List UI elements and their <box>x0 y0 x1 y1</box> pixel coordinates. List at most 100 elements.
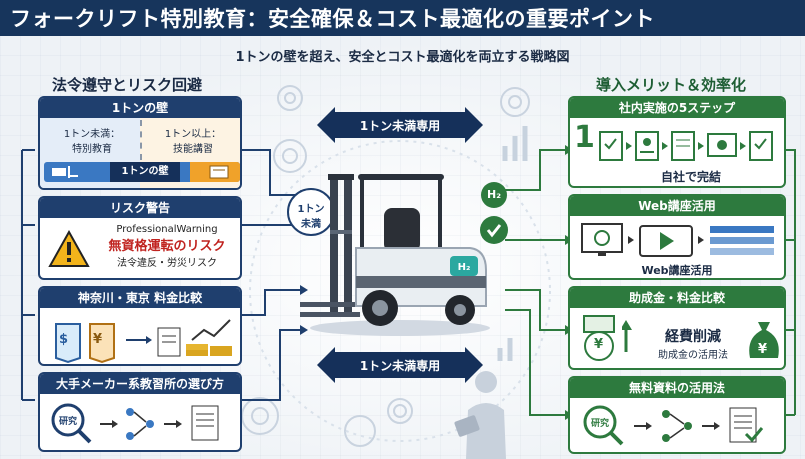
free-materials-card: 無料資料の活用法 研究 <box>568 376 786 454</box>
clipboard-icon <box>599 131 623 161</box>
monitor-icon <box>581 223 623 256</box>
arrow-icon <box>100 420 118 428</box>
document-icon <box>729 407 757 443</box>
gear-icon <box>500 87 530 117</box>
coin-stack-icon <box>186 344 232 356</box>
trend-up-icon <box>191 319 231 341</box>
yen-icon-left: ¥ <box>594 337 604 352</box>
connector-line <box>505 149 565 191</box>
subsidy-line1: 経費削減 <box>665 329 721 345</box>
school-illustration <box>51 403 219 444</box>
connector-line <box>242 329 300 401</box>
flow-icon <box>126 408 154 440</box>
connector-line <box>242 289 300 316</box>
price-tag-icon <box>55 323 81 364</box>
wall-label: 1トンの壁 <box>110 162 180 182</box>
risk-card: リスク警告 ProfessionalWarning 無資格運転のリスク 法令違反… <box>38 196 242 280</box>
magnifier-icon <box>583 405 624 446</box>
connector-line <box>21 149 35 401</box>
arrow-icon <box>164 420 182 428</box>
left-section-heading: 法令遵守とリスク回避 <box>52 76 203 94</box>
checkmark-icon <box>744 427 764 443</box>
connector-line <box>242 149 300 196</box>
price-tag-icon <box>89 323 115 364</box>
decor-layer <box>241 85 551 447</box>
arrow-icon <box>702 422 720 430</box>
school-card-title: 大手メーカー系教習所の選び方 <box>40 374 240 394</box>
money-bag-icon <box>749 322 779 358</box>
flow-icon <box>662 410 692 442</box>
magnifier-icon <box>51 403 92 444</box>
clipboard-icon <box>671 131 695 161</box>
free-materials-illustration <box>583 405 764 446</box>
certificate-icon <box>209 165 229 179</box>
target-icon <box>277 85 303 111</box>
steps-flow <box>599 131 773 161</box>
research-label: 研究 <box>591 419 610 429</box>
target-icon <box>387 398 413 424</box>
step-number: 1 <box>574 120 595 155</box>
bubble-line1: 1トン <box>297 204 325 215</box>
web-card-title: Web講座活用 <box>570 196 784 216</box>
warning-icon <box>48 230 90 267</box>
clipboard-icon <box>749 131 773 161</box>
price-illustration <box>55 319 232 364</box>
progress-bars-icon <box>710 226 774 255</box>
person-illustration <box>454 371 506 459</box>
arrow-icon <box>634 422 652 430</box>
arrow-icon <box>126 336 152 344</box>
top-band: 1トン未満専用 <box>317 107 483 143</box>
gear-icon <box>344 415 376 447</box>
web-caption: Web講座活用 <box>641 264 713 277</box>
forklift-illustration: H₂ <box>300 174 490 336</box>
tag-yen: ¥ <box>93 332 103 347</box>
gear-icon <box>241 397 279 435</box>
wall-left-line1: 1トン未満： <box>63 129 121 140</box>
risk-card-title: リスク警告 <box>40 198 240 218</box>
price-card-title: 神奈川・東京 料金比較 <box>40 288 240 308</box>
risk-line1: ProfessionalWarning <box>116 224 218 235</box>
tag-dollar: $ <box>59 332 69 347</box>
steps-card: 社内実施の5ステップ 1 自社で完結 <box>568 96 786 188</box>
web-illustration <box>581 223 774 257</box>
risk-line3: 法令違反・労災リスク <box>117 258 217 269</box>
connector-line <box>505 289 565 331</box>
document-icon <box>191 405 219 441</box>
connector-line <box>505 309 565 416</box>
capacity-bubble: 1トン 未満 <box>287 188 335 236</box>
steps-card-title: 社内実施の5ステップ <box>570 98 784 118</box>
forklift-badge: H₂ <box>458 262 471 273</box>
trend-up-icon <box>622 320 632 352</box>
subtitle: 1トンの壁を超え、安全とコスト最適化を両立する戦略図 <box>235 50 570 65</box>
wall-card-title: 1トンの壁 <box>40 98 240 118</box>
wall-right-line1: 1トン以上： <box>164 129 222 140</box>
steps-caption: 自社で完結 <box>660 170 721 184</box>
wall-left-line2: 特別教育 <box>72 144 112 155</box>
forklift-icon <box>52 166 78 178</box>
video-player-icon <box>639 225 693 257</box>
money-icon <box>583 315 615 361</box>
gear-icon <box>273 139 307 173</box>
certificate-icon <box>707 133 737 157</box>
connector-line <box>785 149 796 416</box>
subsidy-card: 助成金・料金比較 ¥ 経費削減 助成金の活用法 ¥ <box>568 286 786 370</box>
yen-icon-right: ¥ <box>758 342 768 357</box>
subsidy-card-title: 助成金・料金比較 <box>570 288 784 308</box>
right-section-heading: 導入メリット＆効率化 <box>596 76 747 94</box>
free-materials-card-title: 無料資料の活用法 <box>570 378 784 398</box>
check-icon <box>480 216 508 244</box>
document-icon <box>157 327 181 357</box>
wall-right-line2: 技能講習 <box>173 144 213 155</box>
hydrogen-icon: H₂ <box>481 182 507 208</box>
school-card: 大手メーカー系教習所の選び方 研究 <box>38 372 242 452</box>
price-card: 神奈川・東京 料金比較 $ ¥ <box>38 286 242 366</box>
web-card: Web講座活用 Web講座活用 <box>568 194 786 280</box>
research-label: 研究 <box>59 417 78 427</box>
bottom-band: 1トン未満専用 <box>317 347 483 383</box>
subsidy-line2: 助成金の活用法 <box>658 350 728 361</box>
page-title: フォークリフト特別教育：安全確保＆コスト最適化の重要ポイント <box>0 0 805 36</box>
wall-card: 1トンの壁 1トン未満： 特別教育 1トン以上： 技能講習 1トンの壁 <box>38 96 242 190</box>
clipboard-icon <box>635 131 659 161</box>
bubble-line2: 未満 <box>301 219 321 230</box>
risk-line2: 無資格運転のリスク <box>108 239 226 254</box>
